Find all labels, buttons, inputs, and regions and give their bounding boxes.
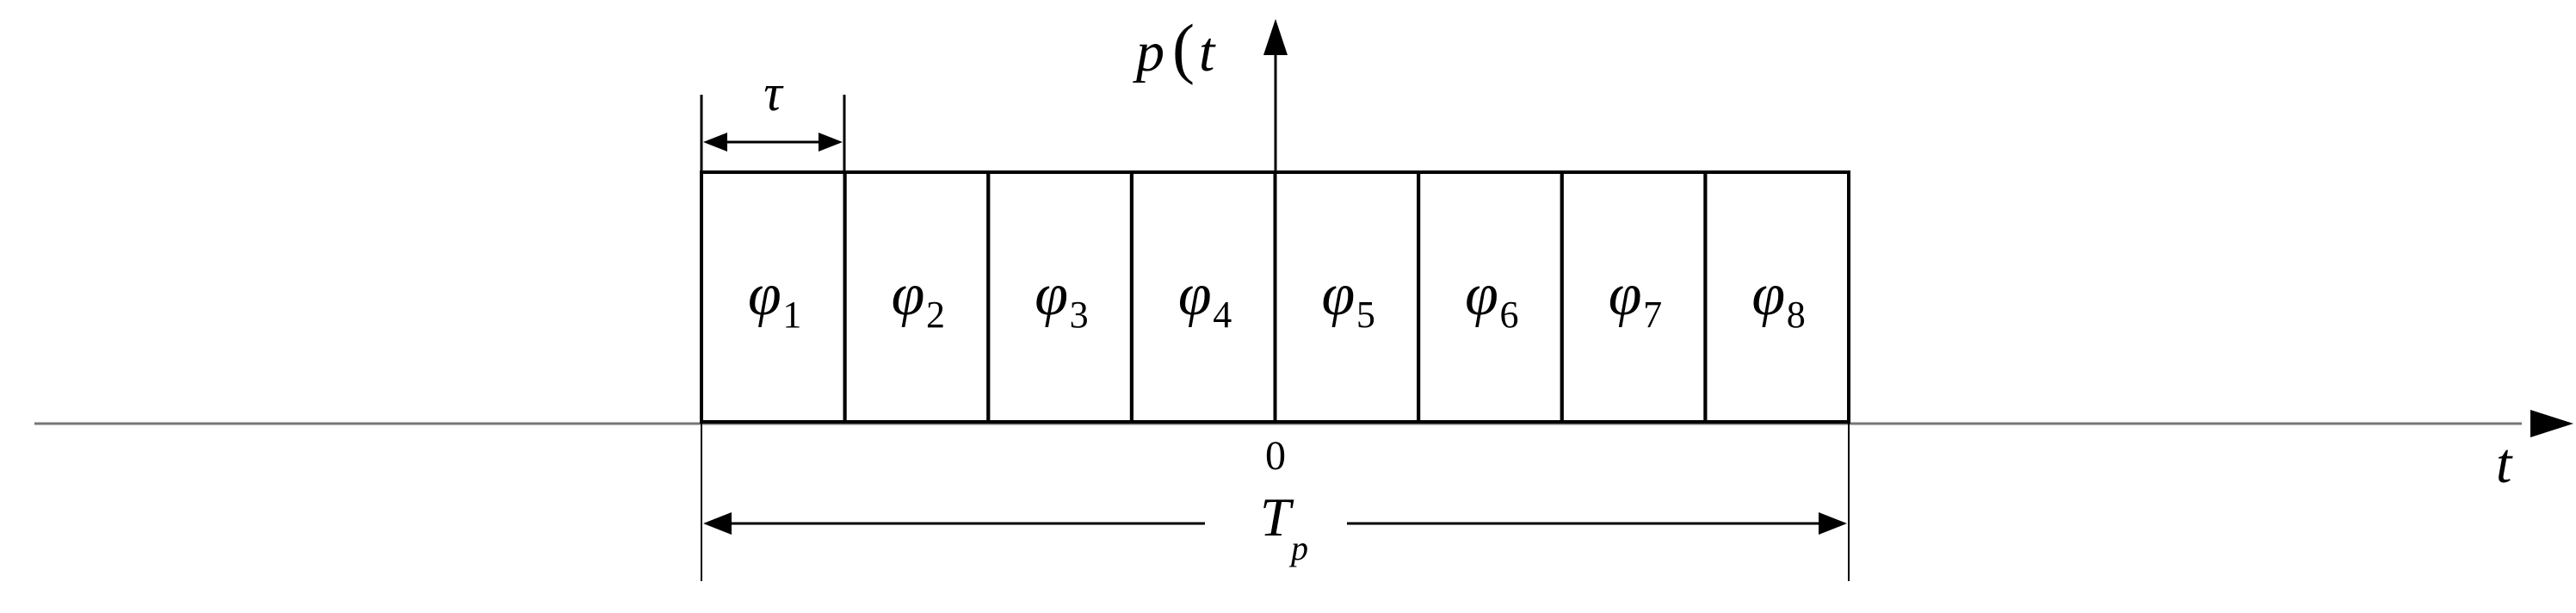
tp-arrowhead-right — [1819, 512, 1847, 535]
subpulse-width-dimension: τ — [700, 65, 846, 176]
phase-index: 7 — [1643, 294, 1662, 336]
tp-arrowhead-left — [703, 512, 732, 535]
amplitude-axis-label-p: p — [1133, 21, 1164, 84]
phase-symbol: φ — [1178, 262, 1212, 328]
phase-index: 3 — [1070, 294, 1089, 336]
origin-label: 0 — [1265, 433, 1286, 479]
total-duration-label-sub: p — [1288, 529, 1308, 567]
phase-index: 8 — [1787, 294, 1806, 336]
amplitude-axis-label-t: t — [1199, 21, 1216, 84]
amplitude-axis-label: p ( t — [1133, 10, 1216, 85]
amplitude-axis-arrowhead — [1263, 19, 1288, 55]
phase-index: 1 — [782, 294, 801, 336]
phase-symbol: φ — [1035, 262, 1068, 328]
total-duration-dimension: T p — [701, 424, 1850, 581]
phase-symbol: φ — [1751, 262, 1785, 328]
phase-index: 2 — [926, 294, 945, 336]
phase-block-outline — [1703, 170, 1850, 424]
phase-symbol: φ — [1609, 262, 1642, 328]
subpulse-width-label: τ — [763, 65, 784, 121]
phase-symbol: φ — [1465, 262, 1498, 328]
phase-symbol: φ — [892, 262, 925, 328]
time-axis-arrowhead — [2530, 410, 2573, 437]
phase-index: 5 — [1356, 294, 1375, 336]
tau-arrowhead-left — [703, 133, 727, 152]
phase-symbol: φ — [748, 262, 781, 328]
amplitude-axis-label-open-paren: ( — [1172, 10, 1195, 85]
total-duration-label-main: T — [1260, 486, 1294, 548]
time-axis-label: t — [2496, 432, 2513, 495]
phase-symbol: φ — [1321, 262, 1355, 328]
phase-index: 4 — [1213, 294, 1232, 336]
phase-index: 6 — [1499, 294, 1518, 336]
tau-arrowhead-right — [819, 133, 843, 152]
